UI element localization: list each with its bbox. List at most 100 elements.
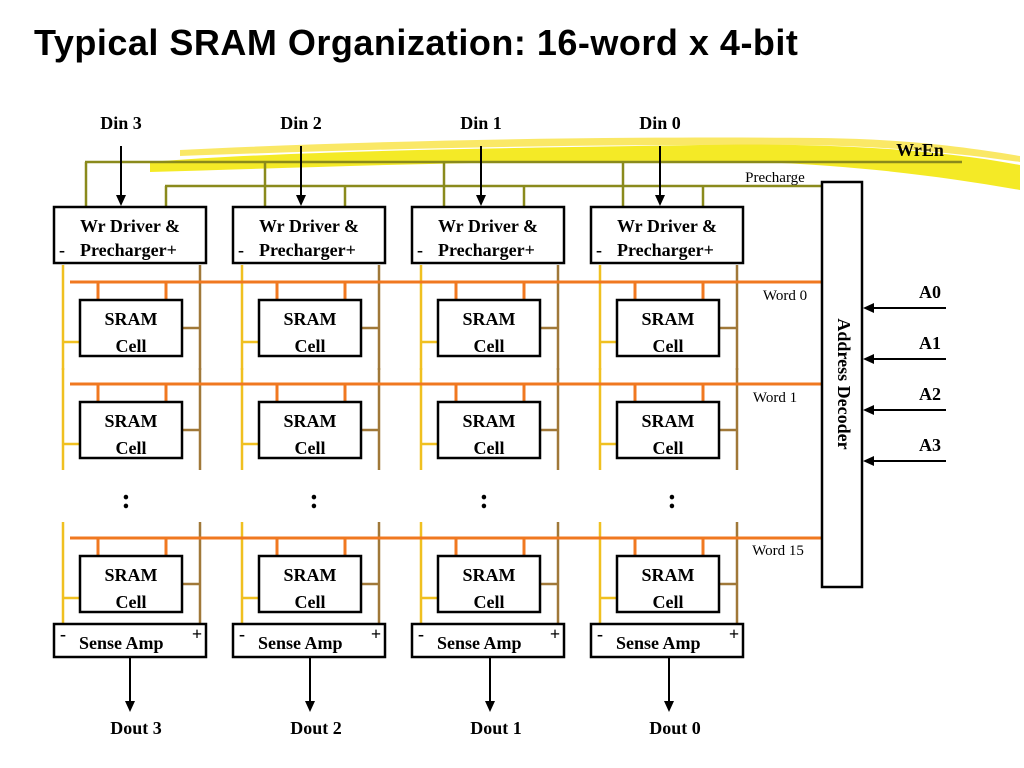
address-arrow-3-head (863, 456, 874, 466)
address-arrow-2-head (863, 405, 874, 415)
address-label-0: A0 (919, 282, 941, 302)
dout-label-0: Dout 3 (110, 718, 162, 738)
sram-cell-c2-r0 (436, 298, 542, 358)
wr-driver-box-2 (410, 205, 566, 265)
dout-arrow-0 (125, 658, 135, 712)
sense-amp-box-3 (589, 622, 745, 659)
sram-cell-c2-r2 (436, 554, 542, 614)
sram-cell-c1-r1 (257, 400, 363, 460)
sram-cell-c0-r1 (78, 400, 184, 460)
sram-cell-label1-c2-r0: SRAM (463, 309, 516, 329)
din-arrow-3 (655, 146, 665, 206)
sram-cell-c2-r1 (436, 400, 542, 460)
wren-label: WrEn (896, 140, 944, 160)
din-label-3: Din 0 (639, 113, 681, 133)
sense-amp-label-1: Sense Amp (258, 633, 343, 653)
sram-cell-label2-c0-r1: Cell (116, 438, 147, 458)
sram-cell-label2-c2-r2: Cell (474, 592, 505, 612)
wr-driver-box-3 (589, 205, 745, 265)
wren-highlight-band (150, 137, 1020, 190)
sram-cell-label1-c0-r0: SRAM (105, 309, 158, 329)
sram-cell-c1-r0 (257, 298, 363, 358)
ellipsis-3: : (667, 484, 676, 515)
din-arrow-2 (476, 146, 486, 206)
din-label-1: Din 2 (280, 113, 322, 133)
sram-cell-label2-c2-r0: Cell (474, 336, 505, 356)
wr-driver-box-1 (231, 205, 387, 265)
address-arrow-0 (863, 303, 946, 313)
sense-amp-minus-1: - (239, 624, 245, 644)
blocks-layer (52, 180, 864, 659)
sram-cell-label2-c1-r1: Cell (295, 438, 326, 458)
sense-amp-label-2: Sense Amp (437, 633, 522, 653)
sram-cell-label2-c0-r2: Cell (116, 592, 147, 612)
sram-cell-c0-r2 (78, 554, 184, 614)
highlight-stroke-main (150, 144, 1020, 190)
word-label-2: Word 15 (752, 543, 804, 559)
wr-driver-minus-0: - (59, 240, 65, 260)
sense-amp-box-2 (410, 622, 566, 659)
wires-layer (61, 146, 962, 712)
din-label-2: Din 1 (460, 113, 502, 133)
address-arrow-1-head (863, 354, 874, 364)
sense-amp-minus-3: - (597, 624, 603, 644)
address-arrow-1 (863, 354, 946, 364)
din-label-0: Din 3 (100, 113, 142, 133)
sram-cell-c1-r2 (257, 554, 363, 614)
dout-arrow-3-head (664, 701, 674, 712)
sense-amp-label-3: Sense Amp (616, 633, 701, 653)
sram-cell-c3-r2 (615, 554, 721, 614)
din-arrow-1-head (296, 195, 306, 206)
din-arrow-0-head (116, 195, 126, 206)
wr-driver-minus-2: - (417, 240, 423, 260)
sram-cell-label1-c2-r1: SRAM (463, 411, 516, 431)
address-decoder-label: Address Decoder (834, 318, 854, 449)
sense-amp-label-0: Sense Amp (79, 633, 164, 653)
sense-amp-minus-0: - (60, 624, 66, 644)
sram-cell-label1-c2-r2: SRAM (463, 565, 516, 585)
highlight-stroke-top (180, 137, 1020, 162)
sram-cell-c3-r1 (615, 400, 721, 460)
dout-arrow-2 (485, 658, 495, 712)
sram-cell-label1-c1-r1: SRAM (284, 411, 337, 431)
precharger-label-0: Precharger+ (80, 240, 177, 260)
ellipsis-2: : (479, 484, 488, 515)
word-label-1: Word 1 (753, 390, 797, 406)
sram-cell-label1-c0-r2: SRAM (105, 565, 158, 585)
dout-arrow-2-head (485, 701, 495, 712)
sense-amp-minus-2: - (418, 624, 424, 644)
wr-driver-minus-3: - (596, 240, 602, 260)
wr-driver-label-2: Wr Driver & (438, 216, 538, 236)
dout-arrow-3 (664, 658, 674, 712)
sense-amp-plus-3: + (729, 624, 739, 644)
sram-cell-label2-c1-r2: Cell (295, 592, 326, 612)
sense-amp-plus-2: + (550, 624, 560, 644)
dout-arrow-1 (305, 658, 315, 712)
dout-label-2: Dout 1 (470, 718, 522, 738)
sram-cell-label1-c3-r0: SRAM (642, 309, 695, 329)
ellipsis-0: : (121, 484, 130, 515)
slide-title: Typical SRAM Organization: 16-word x 4-b… (34, 22, 799, 63)
address-arrow-3 (863, 456, 946, 466)
sense-amp-plus-0: + (192, 624, 202, 644)
dout-arrow-0-head (125, 701, 135, 712)
sram-cell-label2-c3-r2: Cell (653, 592, 684, 612)
sram-cell-label2-c0-r0: Cell (116, 336, 147, 356)
din-arrow-1 (296, 146, 306, 206)
wr-driver-label-0: Wr Driver & (80, 216, 180, 236)
address-decoder-box (820, 180, 864, 589)
sram-cell-label2-c2-r1: Cell (474, 438, 505, 458)
precharge-label: Precharge (745, 170, 805, 186)
wr-driver-box-0 (52, 205, 208, 265)
sram-cell-label1-c0-r1: SRAM (105, 411, 158, 431)
sram-cell-c0-r0 (78, 298, 184, 358)
sram-cell-label1-c1-r0: SRAM (284, 309, 337, 329)
precharger-label-2: Precharger+ (438, 240, 535, 260)
wr-driver-label-1: Wr Driver & (259, 216, 359, 236)
precharger-label-1: Precharger+ (259, 240, 356, 260)
address-label-3: A3 (919, 435, 941, 455)
wr-driver-minus-1: - (238, 240, 244, 260)
address-arrow-0-head (863, 303, 874, 313)
